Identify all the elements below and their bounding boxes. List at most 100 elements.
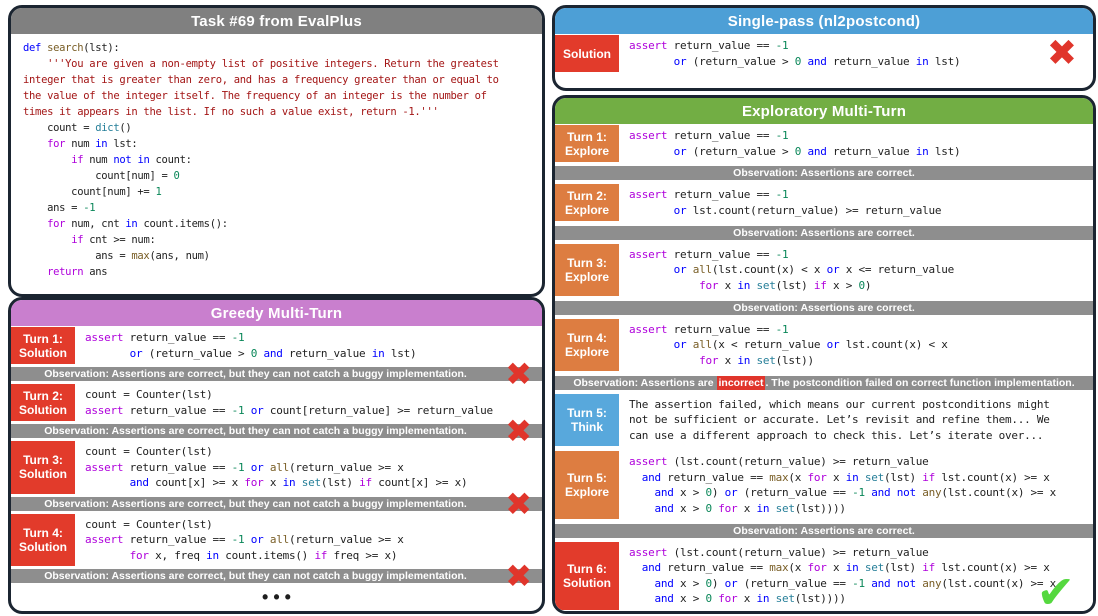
turn-label-line: Explore (564, 143, 609, 158)
code-line: assert return_value == -1 or all(return_… (85, 533, 404, 546)
code-line: assert return_value == -1 or count[retur… (85, 403, 493, 417)
turn-label-line: Turn 5: (567, 471, 607, 486)
code-line: assert (lst.count(return_value) >= retur… (629, 545, 929, 559)
observation-text: Observation: Assertions are correct, but… (44, 425, 467, 437)
code-line: or lst.count(return_value) >= return_val… (673, 203, 942, 217)
code-line: '''You are given a non-empty list of pos… (23, 58, 499, 70)
turn-label-line: Solution (19, 467, 67, 482)
turn-code-block: assert return_value == -1 or (return_val… (619, 34, 1093, 73)
turn-code-block: assert (lst.count(return_value) >= retur… (619, 450, 1093, 520)
single-pass-panel-header: Single-pass (nl2postcond) (555, 8, 1093, 34)
observation-text: Observation: Assertions are correct, but… (44, 497, 467, 510)
panel-task-evalplus: Task #69 from EvalPlus def search(lst): … (8, 5, 545, 297)
turn-code-block: count = Counter(lst)assert return_value … (75, 440, 542, 495)
fail-icon: ✖ (505, 557, 532, 595)
code-line: and x > 0 for x in set(lst)))) (654, 501, 846, 515)
turn-code-block: assert (lst.count(return_value) >= retur… (619, 541, 1093, 611)
observation-bar: Observation: Assertions are incorrect. T… (555, 375, 1093, 390)
code-line: assert return_value == -1 (629, 247, 789, 261)
code-line: assert return_value == -1 or all(return_… (85, 460, 404, 474)
turn-label-line: Explore (564, 485, 609, 500)
code-line: assert return_value == -1 (629, 129, 789, 142)
code-line: The assertion failed, which means our cu… (629, 397, 1050, 411)
greedy-panel-title: Greedy Multi-Turn (210, 304, 343, 322)
code-line: assert return_value == -1 (629, 322, 789, 336)
observation-text: Observation: Assertions are correct, but… (44, 570, 467, 582)
code-line: for x in set(lst)) (699, 353, 814, 367)
turn-code-block: count = Counter(lst) assert return_value … (75, 383, 542, 422)
exploratory-panel-title: Exploratory Multi-Turn (741, 102, 907, 120)
observation-row: Observation: Assertions are correct, but… (11, 488, 542, 520)
turn-label-line: Turn 4: (567, 331, 607, 346)
turn-label-line: Turn 3: (23, 453, 63, 468)
turn-label: Turn 4:Explore (555, 318, 619, 372)
code-line: for num in lst: (47, 138, 138, 150)
observation-text: Observation: Assertions are correct. (733, 226, 915, 239)
observation-bar: Observation: Assertions are correct, but… (11, 424, 542, 438)
turn-label: Turn 6:Solution (555, 541, 619, 610)
observation-row: Observation: Assertions are correct, but… (11, 415, 542, 447)
turn-code-block: assert return_value == -1 or lst.count(r… (619, 183, 1093, 222)
observation-text: Observation: Assertions are (573, 376, 717, 389)
task-panel-header: Task #69 from EvalPlus (11, 8, 542, 34)
observation-text: . The postcondition failed on correct fu… (765, 376, 1075, 389)
turn-label: Turn 2:Solution (11, 384, 75, 421)
code-line: ans = -1 (23, 202, 96, 214)
turn-code-block: assert return_value == -1 or all(x < ret… (619, 318, 1093, 373)
turn-label: Turn 3:Explore (555, 243, 619, 297)
turn-label: Turn 1:Solution (11, 327, 75, 364)
turn-label-line: Turn 6: (567, 561, 607, 576)
turn-label-line: Turn 4: (23, 525, 63, 540)
exploratory-panel-header: Exploratory Multi-Turn (555, 98, 1093, 124)
code-line: for x, freq in count.items() if freq >= … (129, 548, 398, 562)
turn-label-line: Turn 2: (23, 388, 63, 403)
observation-row: Observation: Assertions are correct. (555, 300, 1093, 315)
observation-bar: Observation: Assertions are correct, but… (11, 496, 542, 511)
code-line: or all(x < return_value or lst.count(x) … (673, 338, 948, 352)
turn-label-line: Explore (564, 345, 609, 360)
turn-label-line: Turn 3: (567, 256, 607, 271)
code-line: and x > 0) or (return_value == -1 and no… (654, 486, 1057, 500)
code-line: times it appears in the list. If no such… (23, 106, 439, 118)
turn-code-block: assert return_value == -1 or all(lst.cou… (619, 243, 1093, 298)
fail-icon: ✖ (505, 484, 532, 523)
code-line: or (return_value > 0 and return_value in… (673, 54, 961, 68)
single-pass-panel-title: Single-pass (nl2postcond) (727, 12, 921, 30)
observation-bar: Observation: Assertions are correct, but… (11, 367, 542, 381)
observation-row: Observation: Assertions are correct. (555, 225, 1093, 240)
code-line: can use a different approach to check th… (629, 428, 1044, 442)
code-line: assert (lst.count(return_value) >= retur… (629, 455, 929, 469)
turn-label-line: Turn 1: (23, 331, 63, 346)
turn-label-line: Solution (19, 345, 67, 360)
turn-label: Turn 3:Solution (11, 441, 75, 494)
observation-bar: Observation: Assertions are correct. (555, 166, 1093, 181)
turn-label: Solution (555, 35, 619, 72)
turn-label-line: Turn 1: (567, 129, 607, 144)
turn-code-block: assert return_value == -1 or (return_val… (75, 326, 542, 365)
task-code-block: def search(lst): '''You are given a non-… (11, 34, 542, 294)
code-line: and return_value == max(x for x in set(l… (641, 561, 1050, 575)
turn-code-block: The assertion failed, which means our cu… (619, 393, 1093, 448)
code-line: count = Counter(lst) (85, 388, 213, 401)
turn-label-line: Explore (564, 202, 609, 217)
turn-label-line: Turn 5: (567, 406, 607, 420)
code-line: count[num] = 0 (23, 170, 180, 182)
turn-label-line: Solution (563, 575, 611, 590)
turn-label-line: Solution (19, 539, 67, 554)
fail-icon: ✖ (505, 355, 532, 393)
turn-row: Turn 6:Solution assert (lst.count(return_… (555, 540, 1093, 611)
turn-label: Turn 2:Explore (555, 184, 619, 222)
observation-bar: Observation: Assertions are correct. (555, 300, 1093, 315)
